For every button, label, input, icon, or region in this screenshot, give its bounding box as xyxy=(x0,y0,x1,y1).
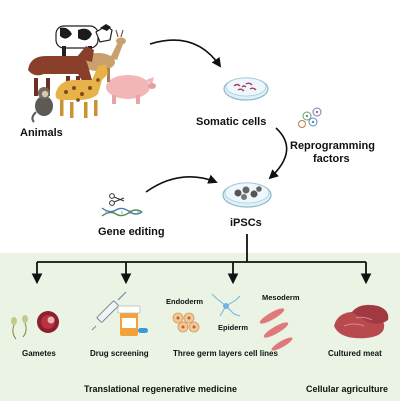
arrow-animals-to-somatic xyxy=(149,39,222,68)
cellular-agriculture-label: Cellular agriculture xyxy=(306,384,388,394)
bottom-panel xyxy=(0,253,400,401)
animals-illustration xyxy=(28,24,156,123)
sperm-icon xyxy=(11,315,28,340)
mesoderm-label: Mesoderm xyxy=(262,293,300,302)
ipscs-dish-icon xyxy=(222,182,272,208)
ipscs-label: iPSCs xyxy=(230,217,262,229)
giraffe-icon xyxy=(55,64,108,118)
somatic-cells-label: Somatic cells xyxy=(196,116,266,128)
scissors-icon xyxy=(109,193,125,206)
neuron-icon xyxy=(211,293,241,317)
dna-icon xyxy=(101,207,143,217)
drug-screening-label: Drug screening xyxy=(90,349,149,358)
gametes-label: Gametes xyxy=(22,349,56,358)
reprogramming-factors-icon xyxy=(298,107,322,128)
oocyte-icon xyxy=(37,311,59,333)
arrow-gene-to-ipscs xyxy=(145,174,218,193)
pill-bottle-icon xyxy=(117,305,148,336)
monkey-icon xyxy=(31,87,53,123)
reprogramming-factors-label-line2: factors xyxy=(313,153,350,165)
petri-dish-icon xyxy=(223,77,269,101)
gene-editing-label: Gene editing xyxy=(98,226,165,238)
animals-label: Animals xyxy=(20,127,63,139)
syringe-icon xyxy=(91,291,127,331)
meat-icon xyxy=(334,304,389,339)
muscle-cell-icon xyxy=(259,308,293,351)
reprogramming-factors-label-line1: Reprogramming xyxy=(290,140,375,152)
branch-connector xyxy=(31,234,372,285)
three-germ-label: Three germ layers cell lines xyxy=(173,349,278,358)
cow-icon xyxy=(55,24,113,60)
cultured-meat-label: Cultured meat xyxy=(328,349,382,358)
arrow-somatic-to-ipscs xyxy=(268,127,288,180)
endoderm-cells-icon xyxy=(172,312,200,333)
endoderm-label: Endoderm xyxy=(166,297,203,306)
epiderm-label: Epiderm xyxy=(218,323,248,332)
pig-icon xyxy=(106,75,156,104)
translational-label: Translational regenerative medicine xyxy=(84,384,237,394)
